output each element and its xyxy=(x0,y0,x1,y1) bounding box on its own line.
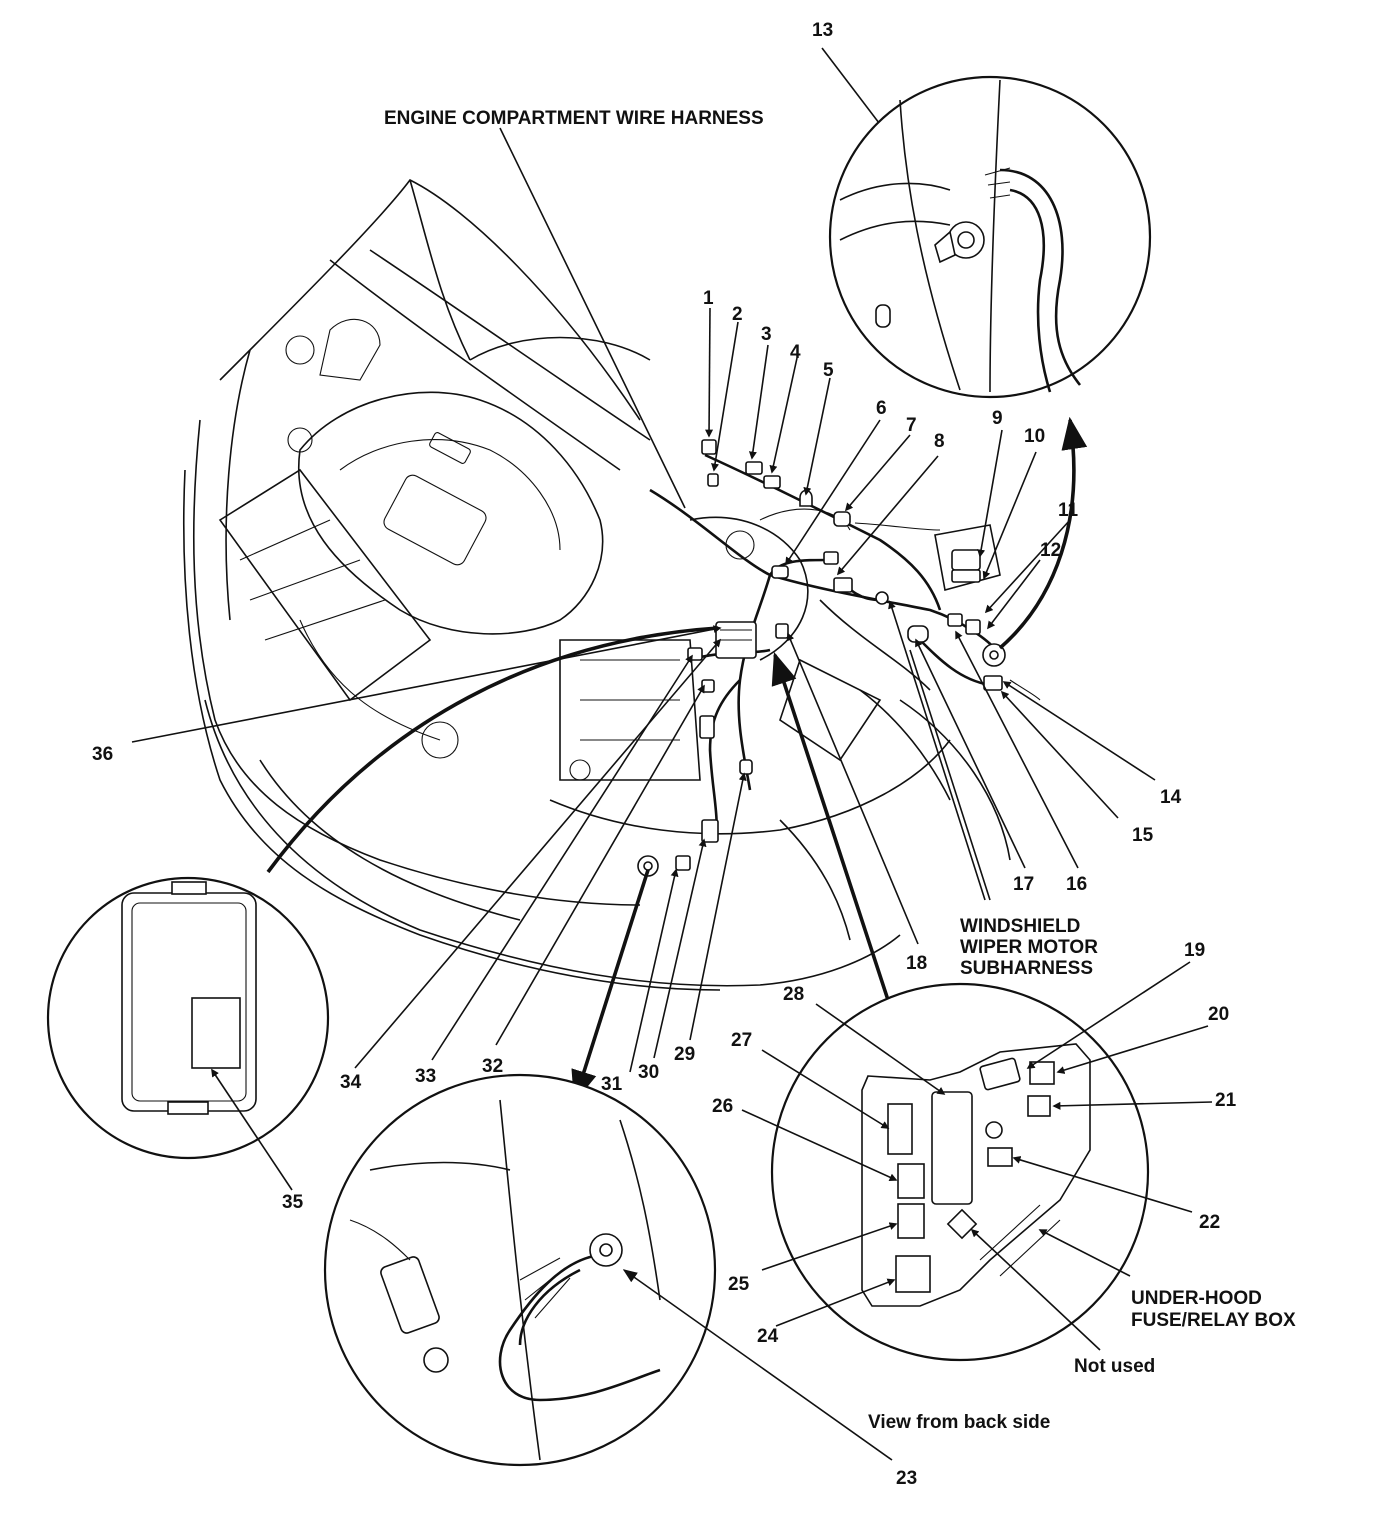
callout-4: 4 xyxy=(790,342,801,363)
callout-15: 15 xyxy=(1132,825,1154,846)
callout-21: 21 xyxy=(1215,1090,1237,1111)
callout-leaders xyxy=(131,47,1156,1073)
engine-harness-routing xyxy=(637,439,1041,877)
callout-14: 14 xyxy=(1160,787,1182,808)
label-view-back: View from back side xyxy=(868,1412,1050,1433)
detail-view-35 xyxy=(46,876,330,1191)
view-connectors xyxy=(266,416,1088,1104)
callout-5: 5 xyxy=(823,360,834,381)
callout-12: 12 xyxy=(1040,540,1061,561)
callout-13: 13 xyxy=(812,20,833,41)
callout-17: 17 xyxy=(1013,874,1034,895)
text-labels: ENGINE COMPARTMENT WIRE HARNESS WINDSHIE… xyxy=(384,108,1296,1433)
label-wiper-1: WINDSHIELD xyxy=(960,916,1080,937)
vehicle-front-body xyxy=(182,178,1011,991)
callout-3: 3 xyxy=(761,324,772,345)
callout-36: 36 xyxy=(92,744,113,765)
callout-25: 25 xyxy=(728,1274,750,1295)
callout-7: 7 xyxy=(906,415,917,436)
callout-20: 20 xyxy=(1208,1004,1229,1025)
label-wiper-3: SUBHARNESS xyxy=(960,958,1093,979)
callout-27: 27 xyxy=(731,1030,752,1051)
callout-31: 31 xyxy=(601,1074,623,1095)
callout-11: 11 xyxy=(1058,500,1079,521)
callout-26: 26 xyxy=(712,1096,733,1117)
label-not-used: Not used xyxy=(1074,1356,1155,1377)
callout-9: 9 xyxy=(992,408,1003,429)
callout-10: 10 xyxy=(1024,426,1045,447)
callout-1: 1 xyxy=(703,288,714,309)
callout-8: 8 xyxy=(934,431,945,452)
callout-18: 18 xyxy=(906,953,927,974)
detail-view-fuse-box xyxy=(741,961,1213,1362)
callout-29: 29 xyxy=(674,1044,695,1065)
label-wiper-2: WIPER MOTOR xyxy=(960,937,1098,958)
callout-6: 6 xyxy=(876,398,887,419)
callout-24: 24 xyxy=(757,1326,779,1347)
callout-34: 34 xyxy=(340,1072,362,1093)
callout-30: 30 xyxy=(638,1062,659,1083)
callout-22: 22 xyxy=(1199,1212,1220,1233)
callout-19: 19 xyxy=(1184,940,1205,961)
callout-35: 35 xyxy=(282,1192,304,1213)
label-fuse-box-1: UNDER-HOOD xyxy=(1131,1288,1262,1309)
callout-28: 28 xyxy=(783,984,804,1005)
detail-view-13 xyxy=(828,75,1152,399)
callout-32: 32 xyxy=(482,1056,503,1077)
callout-16: 16 xyxy=(1066,874,1087,895)
label-engine-harness: ENGINE COMPARTMENT WIRE HARNESS xyxy=(384,108,764,129)
callout-23: 23 xyxy=(896,1468,917,1489)
detail-view-23 xyxy=(323,1073,893,1467)
label-fuse-box-2: FUSE/RELAY BOX xyxy=(1131,1310,1296,1331)
callout-2: 2 xyxy=(732,304,743,325)
callout-numbers: 1 2 3 4 5 6 7 8 9 10 11 12 13 14 15 16 1… xyxy=(92,20,1237,1489)
callout-33: 33 xyxy=(415,1066,436,1087)
